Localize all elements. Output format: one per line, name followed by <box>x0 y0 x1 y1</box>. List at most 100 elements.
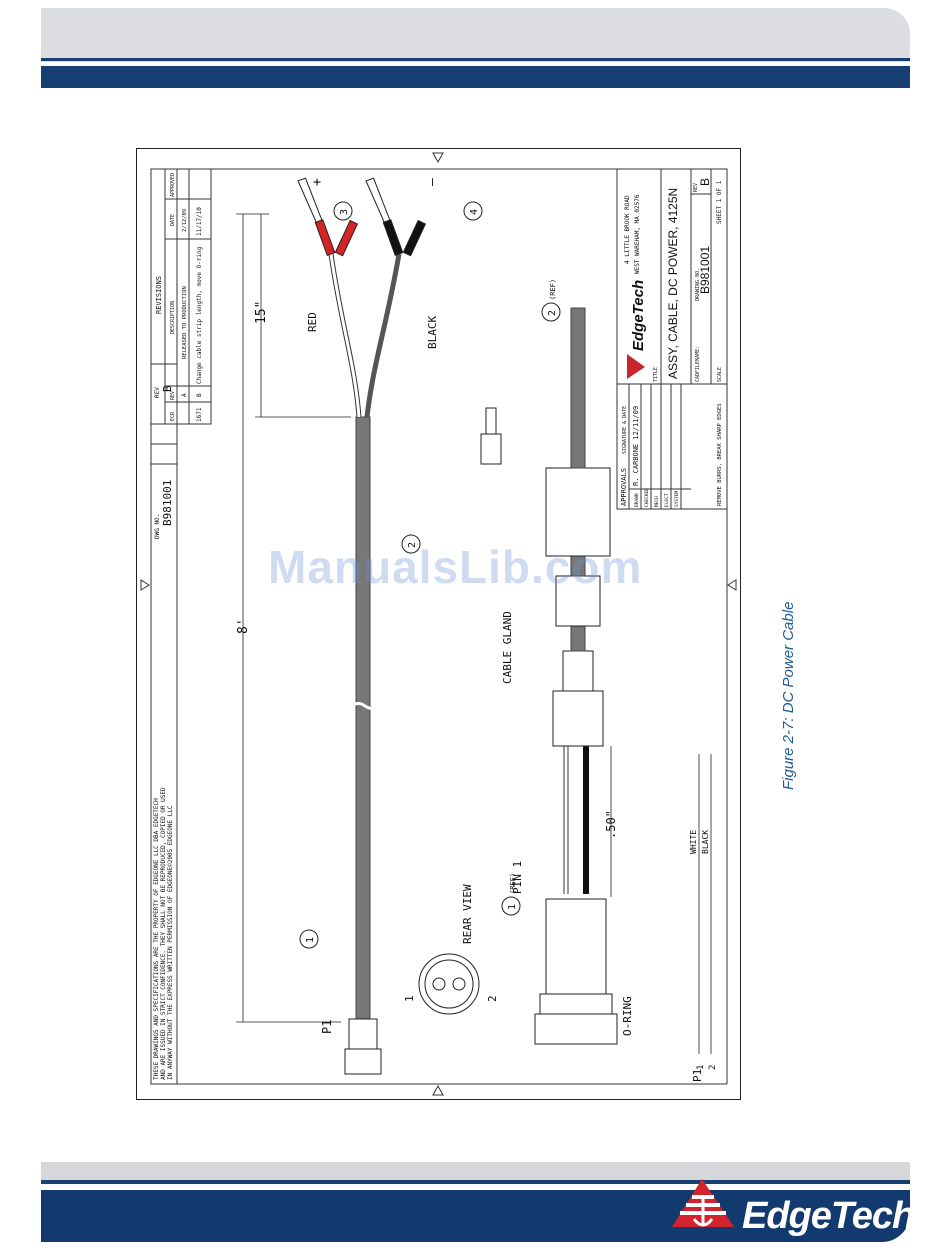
zone-marker-bottom <box>432 1084 444 1096</box>
header-rule <box>41 58 910 61</box>
black-wire-lead <box>364 253 402 418</box>
balloon-1-lower <box>501 896 521 916</box>
disclaimer-line-3: IN ANYWAY WITHOUT THE EXPRESS WRITTEN PE… <box>167 805 174 1080</box>
revision-a-date: 2/12/09 <box>182 209 188 232</box>
pinout-white: WHITE <box>689 830 698 854</box>
revision-b-date: 11/17/10 <box>196 207 203 236</box>
zone-marker-top <box>432 152 444 164</box>
dim-15-label: 15" <box>254 301 269 324</box>
balloon-3 <box>333 201 353 221</box>
cable-gland-label: CABLE GLAND <box>501 611 514 684</box>
receptacle-flange <box>534 1013 618 1045</box>
p1-connector-body <box>348 1018 378 1050</box>
drawing-canvas: THESE DRAWINGS AND SPECIFICATIONS ARE TH… <box>140 152 737 1096</box>
drawing-no-label: DRAWING NO. <box>695 268 701 301</box>
dim-8-label: 8' <box>236 618 251 634</box>
gland-nut <box>552 690 604 747</box>
revisions-header-rev: REV <box>170 391 176 400</box>
pinout-p1-label: P1 <box>691 1069 704 1082</box>
cable-section-1 <box>570 625 586 652</box>
rear-view-pin-1 <box>432 977 446 991</box>
pinout-pin-2: 2 <box>708 1065 718 1070</box>
balloon-1-lower-label: 1 <box>507 904 518 910</box>
minus-label: – <box>425 178 440 186</box>
engineering-drawing: THESE DRAWINGS AND SPECIFICATIONS ARE TH… <box>136 148 741 1100</box>
cable-break-mark <box>350 702 380 710</box>
mech-label: MECH <box>654 496 660 507</box>
header-band <box>41 8 910 62</box>
black-label: BLACK <box>426 316 439 349</box>
black-clip-jaw <box>365 177 391 223</box>
pinout-black: BLACK <box>701 830 710 854</box>
signature-date-label: SIGNATURE & DATE <box>622 406 628 454</box>
title-rev: B <box>698 178 712 186</box>
revision-a-description: RELEASED TO PRODUCTION <box>182 286 188 359</box>
o-ring-label: O-RING <box>621 996 634 1036</box>
rear-view-pin-2-num: 2 <box>486 995 499 1002</box>
checked-label: CHECKED <box>644 488 650 507</box>
receptacle-body <box>545 898 607 995</box>
address-line-2: WEST WAREHAM, MA 02576 <box>634 194 641 274</box>
disclaimer-line-1: THESE DRAWINGS AND SPECIFICATIONS ARE TH… <box>153 798 160 1080</box>
red-clip-handle-2 <box>334 219 359 257</box>
zone-marker-left <box>140 579 150 591</box>
balloon-4 <box>463 201 483 221</box>
rev-label-top: REV <box>154 387 161 398</box>
cable-exit <box>570 307 586 469</box>
balloon-1-upper-label: 1 <box>305 937 316 943</box>
gland-seal <box>562 650 594 692</box>
balloon-2-lower-label: 2 <box>547 310 558 316</box>
dim-50-label: .50" <box>604 810 618 839</box>
black-clip-handle-2 <box>402 219 427 257</box>
cad-filename-label: CADFILENAME: <box>695 346 701 382</box>
revision-b-ecr: 1671 <box>196 407 203 422</box>
p1-label: P1 <box>320 1020 334 1034</box>
approvals-label: APPROVALS <box>620 468 628 506</box>
drawn-value: R. CARBONE 12/11/09 <box>632 406 640 486</box>
balloon-2-lower <box>541 302 561 322</box>
revisions-header-description: DESCRIPTION <box>170 301 176 334</box>
pinout-pin-1: 1 <box>696 1065 706 1070</box>
title-rev-label: REV <box>693 183 699 192</box>
disclaimer-line-2: AND ARE ISSUED IN STRICT CONFIDENCE. THE… <box>160 787 167 1080</box>
revision-b-rev: B <box>196 393 203 397</box>
address-line-1: 4 LITTLE BROOK ROAD <box>624 195 631 264</box>
zone-marker-right <box>727 579 737 591</box>
revision-a-rev: A <box>181 393 188 397</box>
rear-view-label: REAR VIEW <box>461 884 474 944</box>
rev-top: B <box>161 385 174 392</box>
cable-upper-view <box>297 177 427 1075</box>
rear-view-inner <box>424 959 474 1009</box>
black-clip-handle <box>382 219 404 257</box>
dwg-no-label: DWG NO. <box>154 514 161 539</box>
system-label: SYSTEM <box>674 490 680 507</box>
o-ring-seat <box>539 993 613 1015</box>
ref-label-2: (REF) <box>549 279 557 300</box>
figure-caption: Figure 2-7: DC Power Cable <box>780 601 797 790</box>
header-bar <box>41 66 910 88</box>
footer-bar <box>41 1190 910 1242</box>
revision-b-description: Change cable strip length, move O-ring <box>196 246 203 384</box>
p1-connector-nut <box>344 1048 382 1075</box>
balloon-4-label: 4 <box>469 209 480 215</box>
footer-logo-text: EdgeTech <box>742 1195 915 1237</box>
set-screw-head <box>480 433 502 465</box>
cable-gland-assembly <box>480 307 618 1045</box>
balloon-1-upper <box>299 929 319 949</box>
revisions-header-approved: APPROVED <box>170 173 176 197</box>
red-clip-handle <box>314 219 336 257</box>
title-text: ASSY, CABLE, DC POWER, 4125N <box>666 188 680 379</box>
revisions-header-ecr: ECR <box>170 411 176 421</box>
rear-view-pin-2 <box>452 977 466 991</box>
plus-label: + <box>310 178 325 186</box>
footer-rule <box>41 1180 910 1184</box>
revisions-title: REVISIONS <box>155 276 163 314</box>
watermark: ManualsLib.com <box>268 541 643 593</box>
pin-1-label: PIN 1 <box>511 861 524 894</box>
red-clip-jaw <box>297 177 323 223</box>
set-screw-shank <box>485 407 497 435</box>
ref-label-1: (REF) <box>509 873 517 894</box>
burrs-note: REMOVE BURRS, BREAK SHARP EDGES <box>717 403 723 506</box>
red-label: RED <box>306 312 319 332</box>
rear-view-pin-1-num: 1 <box>403 995 416 1002</box>
